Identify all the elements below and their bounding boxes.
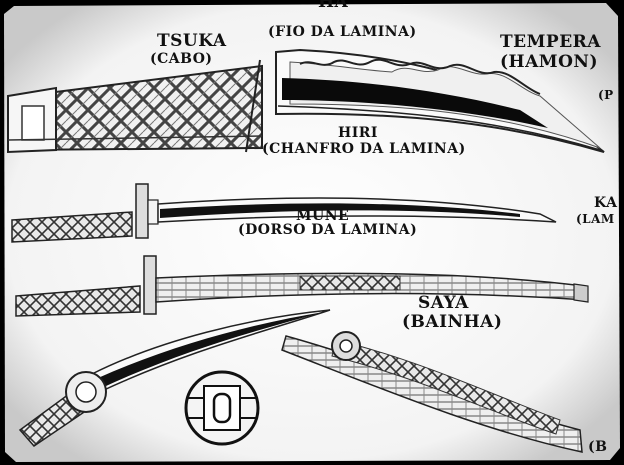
label-b-cut: (B — [588, 439, 608, 455]
label-hiri: HIRI — [338, 125, 378, 141]
label-lam-cut: (LAM — [576, 212, 615, 226]
label-ha-sub: (FIO DA LAMINA) — [268, 24, 417, 40]
handle-closeup — [7, 59, 263, 154]
label-tempera-sub: (HAMON) — [500, 52, 599, 72]
label-saya-sub: (BAINHA) — [402, 312, 503, 332]
label-tsuka-sub: (CABO) — [150, 51, 213, 67]
label-ha: HA — [318, 0, 349, 12]
tsuba-detail — [184, 370, 260, 446]
blade-tip-closeup — [275, 48, 605, 153]
label-tempera: TEMPERA — [500, 32, 601, 52]
label-mune-sub: (DORSO DA LAMINA) — [238, 222, 418, 238]
saya-scabbard — [281, 331, 583, 453]
katana-sheathed — [15, 255, 589, 317]
hamon-line — [299, 58, 541, 95]
blade-groove — [282, 78, 548, 128]
katana-unsheathed — [11, 183, 557, 243]
label-saya: SAYA — [418, 293, 469, 313]
label-tsuka: TSUKA — [157, 31, 227, 51]
katana-angled — [18, 309, 331, 447]
label-hiri-sub: (CHANFRO DA LAMINA) — [262, 141, 466, 157]
label-p-cut: (P — [598, 88, 614, 102]
label-mune: MUNE — [296, 208, 350, 224]
label-ka-cut: KA — [594, 195, 618, 211]
